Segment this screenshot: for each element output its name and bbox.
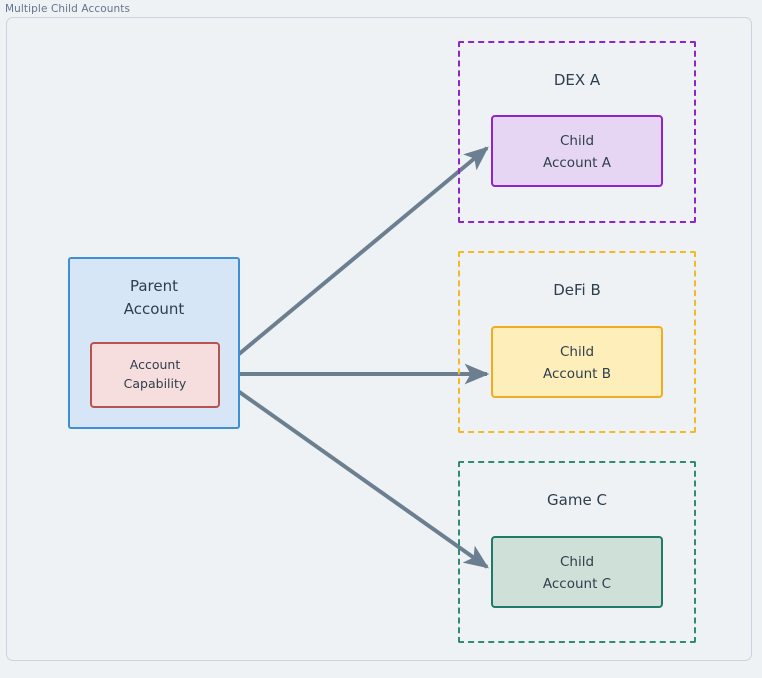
platform-container-game-c[interactable]: Game C (458, 461, 696, 643)
child-account-c-box[interactable]: Child Account C (491, 536, 663, 608)
child-account-a-label: Child Account A (542, 133, 612, 171)
account-capability-label: Account Capability (123, 357, 187, 391)
account-capability-box[interactable]: Account Capability (90, 342, 220, 408)
child-account-b-box[interactable]: Child Account B (491, 326, 663, 398)
platform-container-defi-b[interactable]: DeFi B (458, 251, 696, 433)
platform-label-game-c: Game C (547, 491, 607, 509)
child-account-c-label: Child Account C (542, 554, 612, 592)
diagram-title: Multiple Child Accounts (5, 3, 131, 15)
child-account-b-label: Child Account B (542, 344, 612, 382)
parent-account-label: Parent Account (123, 277, 185, 318)
platform-label-defi-b: DeFi B (553, 281, 601, 299)
platform-label-dex-a: DEX A (553, 71, 601, 89)
child-account-a-box[interactable]: Child Account A (491, 115, 663, 187)
platform-container-dex-a[interactable]: DEX A (458, 41, 696, 223)
